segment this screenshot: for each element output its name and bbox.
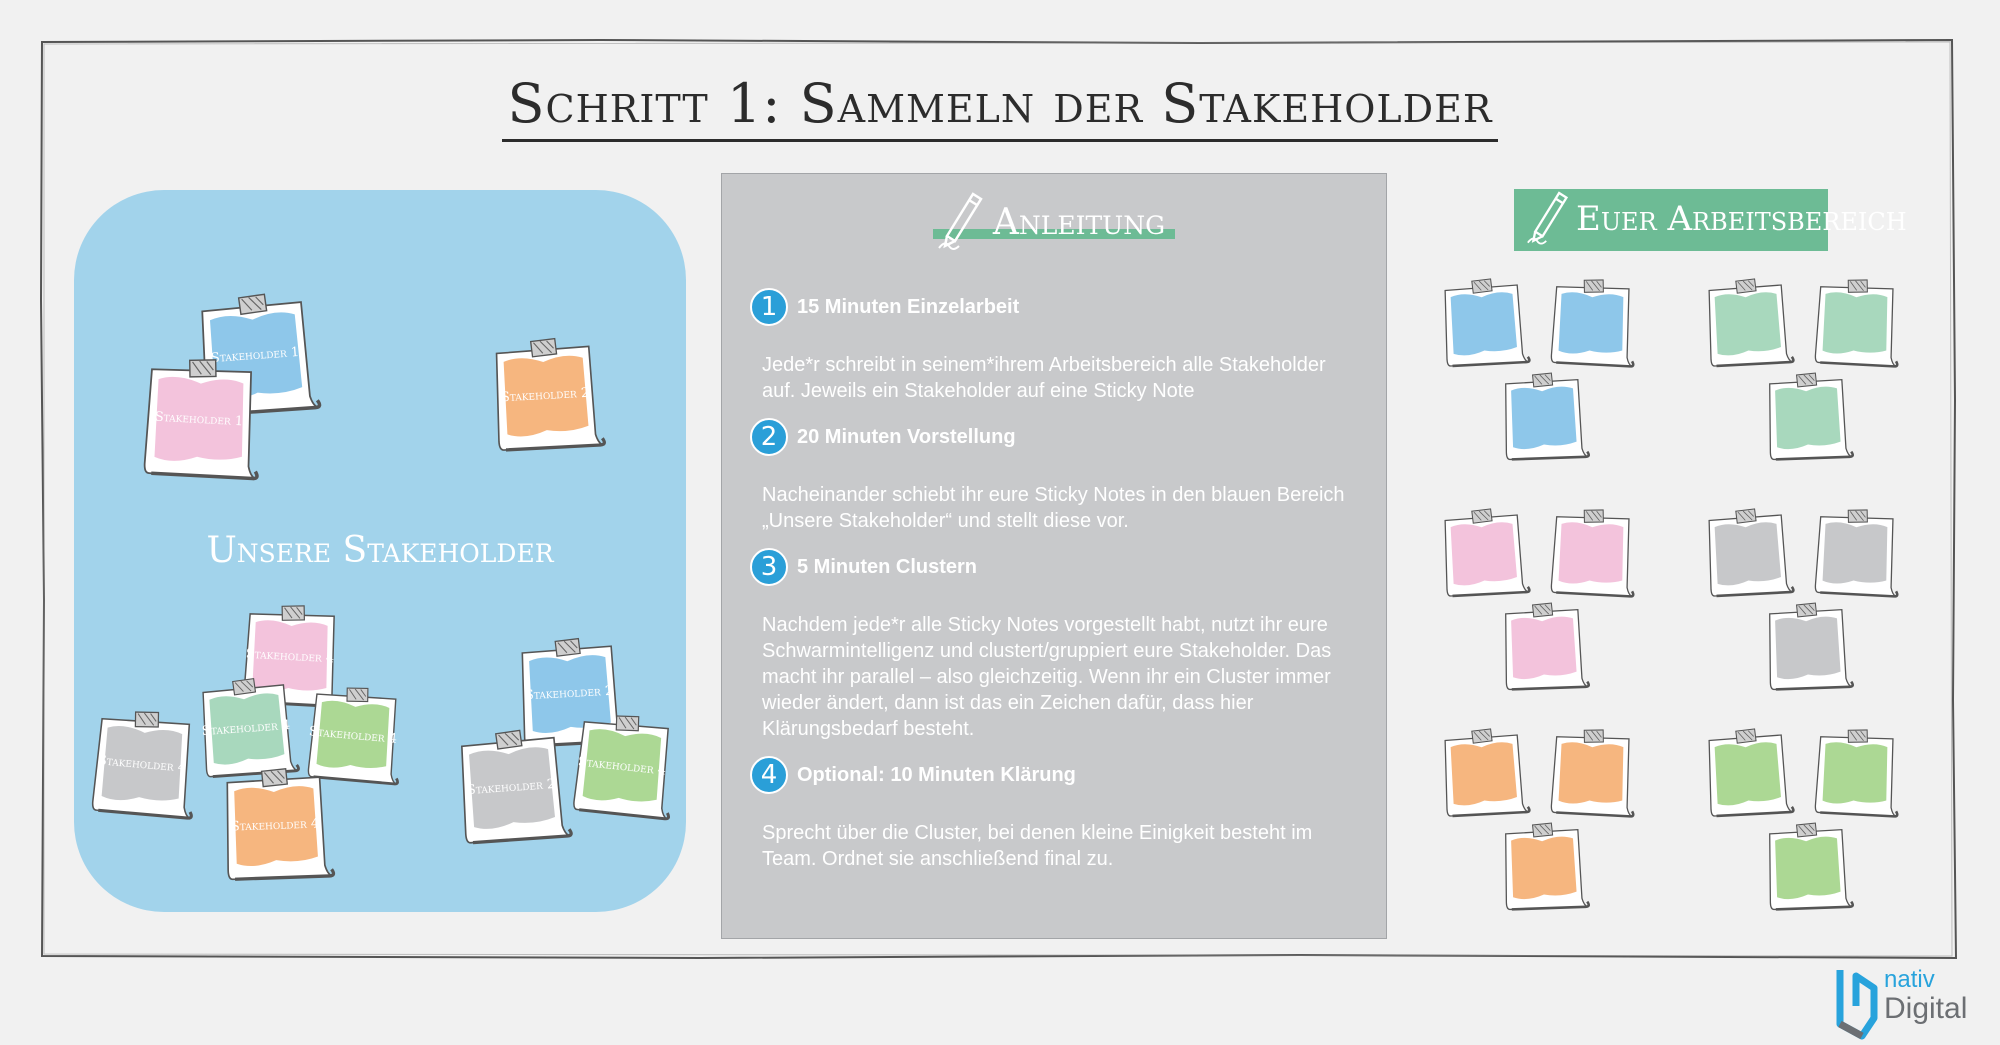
logo-mark-icon (1836, 970, 1878, 1040)
step-number-badge: 2 (750, 418, 788, 456)
sticky-note[interactable] (1499, 822, 1591, 912)
sticky-note[interactable] (1438, 508, 1531, 598)
sticky-note[interactable] (1763, 822, 1855, 912)
sticky-note[interactable]: Stakeholder 2 (487, 337, 606, 453)
sticky-note[interactable] (1546, 728, 1636, 818)
logo-text-line2: Digital (1884, 992, 1968, 1025)
step-title: 20 Minuten Vorstellung (797, 425, 1016, 448)
logo-text-line1: nativ (1884, 966, 1935, 993)
sticky-note[interactable] (1810, 508, 1900, 598)
step-text: Nacheinander schiebt ihr eure Sticky Not… (762, 484, 1345, 532)
sticky-note[interactable] (1546, 278, 1636, 368)
stakeholder-area-label: Unsere Stakeholder (206, 530, 554, 571)
sticky-note[interactable] (1810, 728, 1900, 818)
step-text: Jede*r schreibt in seinem*ihrem Arbeitsb… (762, 354, 1326, 402)
step-4: 4 Optional: 10 Minuten Klärung Sprecht ü… (750, 754, 1360, 872)
sticky-note[interactable] (1702, 728, 1795, 818)
page-title: Schritt 1: Sammeln der Stakeholder (0, 72, 2000, 142)
sticky-note[interactable]: Stakeholder 4 (567, 711, 677, 821)
sticky-note[interactable] (1499, 602, 1591, 692)
instructions-panel: Anleitung 1 15 Minuten Einzelarbeit Jede… (721, 173, 1387, 939)
sticky-note-label: Stakeholder 4 (201, 717, 291, 739)
step-number-badge: 4 (750, 756, 788, 794)
sticky-note[interactable]: Stakeholder 4 (302, 684, 404, 786)
sticky-note[interactable] (1810, 278, 1900, 368)
pen-icon (1527, 191, 1569, 245)
workspace-heading: Euer Arbeitsbereich (1514, 189, 1907, 251)
step-title: 5 Minuten Clustern (797, 555, 978, 578)
sticky-note[interactable]: Stakeholder 4 (86, 708, 199, 821)
sticky-note[interactable] (1438, 728, 1531, 818)
step-title: Optional: 10 Minuten Klärung (797, 763, 1076, 786)
pen-icon (938, 192, 983, 250)
sticky-note[interactable] (1763, 372, 1855, 462)
step-3: 3 5 Minuten Clustern Nachdem jede*r alle… (750, 546, 1360, 742)
sticky-note[interactable] (1438, 278, 1531, 368)
sticky-note[interactable]: Stakeholder 2 (513, 637, 628, 748)
sticky-note[interactable]: Stakeholder 1 (137, 357, 261, 481)
sticky-note-label: Stakeholder 2 (466, 776, 556, 798)
sticky-note-label: Stakeholder 4 (97, 752, 187, 776)
sticky-note[interactable]: Stakeholder 4 (195, 677, 300, 779)
step-1: 1 15 Minuten Einzelarbeit Jede*r schreib… (750, 286, 1360, 404)
sticky-note[interactable] (1702, 508, 1795, 598)
sticky-note-label: Stakeholder 1 (154, 409, 244, 429)
step-number-badge: 1 (750, 288, 788, 326)
sticky-note-label: Stakeholder 2 (500, 385, 590, 405)
sticky-note-label: Stakeholder 4 (230, 815, 320, 835)
sticky-note[interactable]: Stakeholder 2 (452, 728, 573, 845)
step-title: 15 Minuten Einzelarbeit (797, 295, 1020, 318)
step-text: Sprecht über die Cluster, bei denen klei… (762, 822, 1313, 870)
step-2: 2 20 Minuten Vorstellung Nacheinander sc… (750, 416, 1360, 534)
step-number-badge: 3 (750, 548, 788, 586)
sticky-note[interactable]: Stakeholder 4 (218, 768, 336, 882)
sticky-note[interactable] (1702, 278, 1795, 368)
sticky-note[interactable] (1546, 508, 1636, 598)
step-text: Nachdem jede*r alle Sticky Notes vorgest… (762, 614, 1332, 740)
sticky-note-label: Stakeholder 4 (577, 753, 667, 779)
instructions-heading: Anleitung (722, 192, 1386, 250)
sticky-note[interactable] (1499, 372, 1591, 462)
sticky-note[interactable] (1763, 602, 1855, 692)
nativ-digital-logo: nativ Digital (1834, 966, 1968, 1040)
